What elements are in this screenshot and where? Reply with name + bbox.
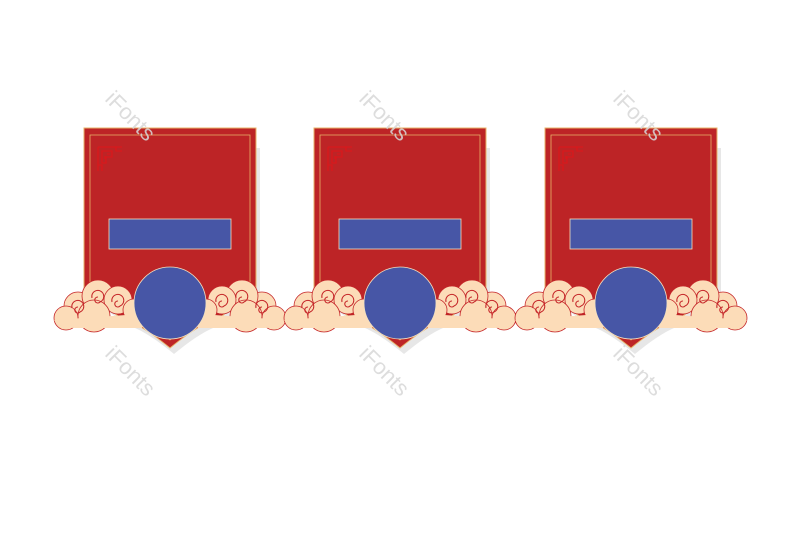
- badge-2: [283, 127, 517, 354]
- badge-1: [53, 127, 287, 354]
- title-placeholder: [108, 218, 232, 250]
- corner-ornament-icon: [327, 146, 352, 171]
- corner-ornament-icon: [558, 146, 583, 171]
- cloud-left-icon: [283, 279, 376, 333]
- photo-placeholder: [363, 266, 437, 340]
- watermark-text: iFonts: [100, 341, 160, 401]
- title-placeholder: [338, 218, 462, 250]
- corner-ornament-icon: [97, 146, 122, 171]
- cloud-right-icon: [655, 279, 748, 333]
- photo-placeholder: [594, 266, 668, 340]
- badge-3: [514, 127, 748, 354]
- cloud-right-icon: [194, 279, 287, 333]
- title-placeholder: [569, 218, 693, 250]
- cloud-left-icon: [514, 279, 607, 333]
- badges-layer: [53, 127, 748, 354]
- photo-placeholder: [133, 266, 207, 340]
